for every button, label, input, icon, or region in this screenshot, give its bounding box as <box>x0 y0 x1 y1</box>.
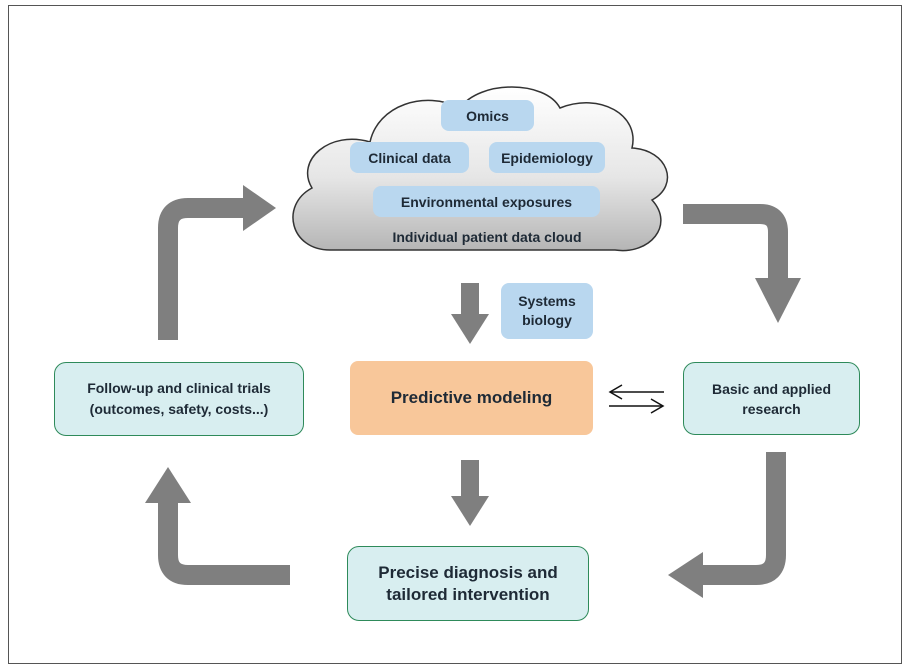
flow-arrow-left-top <box>158 198 246 340</box>
arrow-cloud-to-model-head <box>451 314 489 344</box>
flow-arrow-bottom-left <box>158 500 290 585</box>
arrow-model-to-diagnosis-head <box>451 496 489 526</box>
arrowhead-up-left <box>145 467 191 503</box>
flow-arrow-top-right <box>683 204 788 280</box>
clinical-data-label: Clinical data <box>350 142 469 173</box>
cloud-title: Individual patient data cloud <box>392 229 582 245</box>
arrowhead-left-bottom <box>668 552 703 598</box>
diagnosis-line-1: Precise diagnosis and <box>378 562 558 582</box>
omics-label: Omics <box>441 100 534 131</box>
diagnosis-line-2: tailored intervention <box>386 584 550 604</box>
systems-biology-label: Systems biology <box>501 283 593 339</box>
follow-up-line-2: (outcomes, safety, costs...) <box>89 401 269 417</box>
arrow-cloud-to-model-shaft <box>461 283 479 316</box>
follow-up-trials-box: Follow-up and clinical trials (outcomes,… <box>54 362 304 436</box>
arrow-model-to-diagnosis-shaft <box>461 460 479 498</box>
arrowhead-right-top <box>243 185 276 231</box>
precise-diagnosis-box: Precise diagnosis and tailored intervent… <box>347 546 589 621</box>
environmental-exposures-label: Environmental exposures <box>373 186 600 217</box>
arrowhead-down-right <box>755 278 801 323</box>
epidemiology-label: Epidemiology <box>489 142 605 173</box>
flow-arrow-right-bottom <box>700 452 786 585</box>
basic-applied-research-box: Basic and applied research <box>683 362 860 435</box>
follow-up-line-1: Follow-up and clinical trials <box>87 380 271 396</box>
predictive-modeling-box: Predictive modeling <box>350 361 593 435</box>
